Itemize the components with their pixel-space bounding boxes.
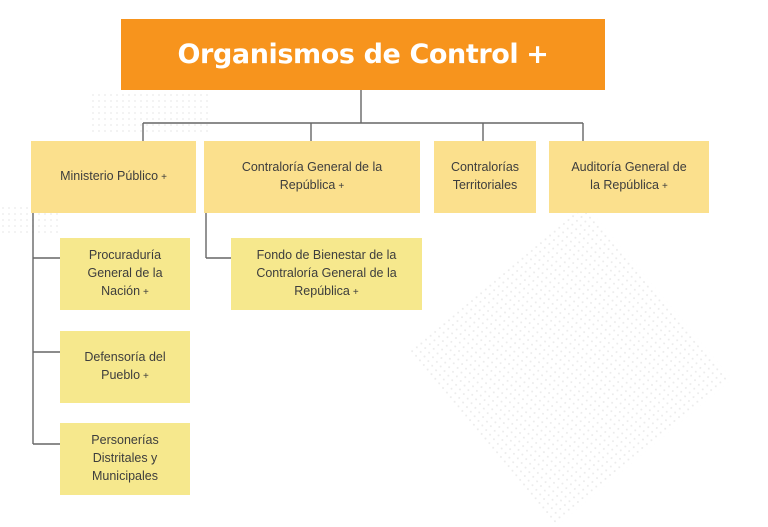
expand-plus-icon: + xyxy=(526,39,549,70)
node-text: Auditoría General de la República+ xyxy=(571,159,686,195)
node-defensoria-del-pueblo[interactable]: Defensoría del Pueblo+ xyxy=(60,331,190,403)
expand-plus-icon: + xyxy=(661,181,668,192)
node-text: Defensoría del Pueblo+ xyxy=(84,349,165,385)
title-box[interactable]: Organismos de Control + xyxy=(121,19,605,90)
node-label-line: Contraloría General de la xyxy=(241,160,383,175)
node-fondo-de-bienestar[interactable]: Fondo de Bienestar de la Contraloría Gen… xyxy=(231,238,422,310)
node-procuraduria-general[interactable]: Procuraduría General de la Nación+ xyxy=(60,238,190,310)
org-chart-connectors xyxy=(32,90,584,445)
node-personerias[interactable]: Personerías Distritales y Municipales xyxy=(60,423,190,495)
node-label-line: Personerías xyxy=(91,433,159,448)
node-label-line: Territoriales xyxy=(452,178,518,192)
node-label-line: la República xyxy=(590,178,659,192)
node-label-line: República xyxy=(294,283,350,298)
node-label-line: Municipales xyxy=(91,468,158,483)
node-label-line: Contraloría General de la xyxy=(256,266,397,281)
node-text: Contraloría General de la República+ xyxy=(242,159,382,195)
expand-plus-icon: + xyxy=(338,181,345,192)
node-label-line: Pueblo xyxy=(101,368,141,382)
node-contraloria-general[interactable]: Contraloría General de la República+ xyxy=(204,141,420,213)
node-text: Fondo de Bienestar de la Contraloría Gen… xyxy=(256,247,396,300)
node-label-line: Distritales y xyxy=(92,451,158,466)
node-text: Personerías Distritales y Municipales xyxy=(91,432,158,485)
title-label: Organismos de Control xyxy=(177,39,519,70)
node-label-line: Auditoría General de xyxy=(571,160,687,175)
node-auditoria-general[interactable]: Auditoría General de la República+ xyxy=(549,141,709,213)
node-contralorias-territoriales[interactable]: Contralorías Territoriales xyxy=(434,141,536,213)
expand-plus-icon: + xyxy=(143,371,149,382)
node-label-line: Procuraduría xyxy=(88,248,162,263)
node-label-line: General de la xyxy=(87,266,163,281)
expand-plus-icon: + xyxy=(161,172,167,184)
node-label-line: Fondo de Bienestar de la xyxy=(256,248,397,263)
node-label-line: Contralorías xyxy=(450,160,520,175)
expand-plus-icon: + xyxy=(143,286,149,298)
node-ministerio-publico[interactable]: Ministerio Público+ xyxy=(31,141,196,213)
node-label-line: Defensoría del xyxy=(84,350,166,365)
node-label-line: Nación xyxy=(101,283,141,298)
node-label-line: República xyxy=(279,178,336,192)
node-label-line: Ministerio Público xyxy=(60,169,159,184)
node-text: Ministerio Público+ xyxy=(60,168,167,186)
node-text: Contralorías Territoriales xyxy=(451,159,519,195)
node-text: Procuraduría General de la Nación+ xyxy=(87,247,162,300)
expand-plus-icon: + xyxy=(352,286,359,298)
